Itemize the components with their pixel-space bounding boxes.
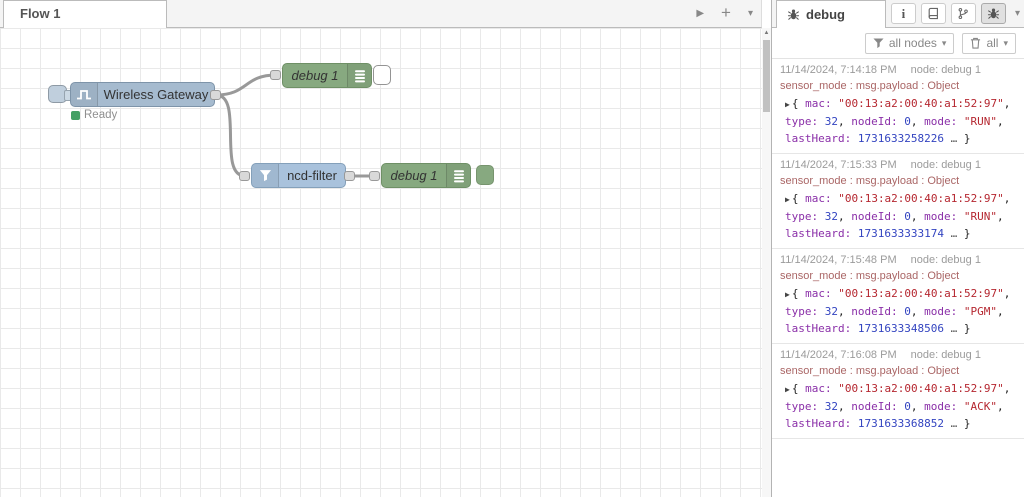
debug-message: 11/14/2024, 7:15:33 PM node: debug 1 sen… [772,154,1024,249]
status-text: Ready [84,109,118,121]
message-meta[interactable]: sensor_mode : msg.payload : Object [780,80,960,92]
output-port[interactable] [210,90,221,100]
debug-message-header: 11/14/2024, 7:14:18 PM node: debug 1 [780,64,1016,76]
wire-gateway-to-debug1[interactable] [214,73,278,97]
scrollbar-track[interactable]: ▲ [762,28,771,497]
message-payload-object[interactable]: ▶{ mac: "00:13:a2:00:40:a1:52:97",type: … [785,382,1011,430]
caret-down-icon: ▾ [1003,37,1008,48]
flow-editor-workspace: Flow 1 ▶ + ▾ Wireless Gateway Ready [0,0,762,497]
info-icon: i [901,5,906,21]
funnel-icon [873,37,884,48]
debug-toolbar: all nodes ▾ all ▾ [772,28,1024,59]
debug-message-header: 11/14/2024, 7:15:48 PM node: debug 1 [780,254,1016,266]
flow-tabbar: Flow 1 ▶ + ▾ [0,0,762,28]
message-timestamp: 11/14/2024, 7:14:18 PM [780,64,897,76]
tab-flow-1[interactable]: Flow 1 [3,0,167,28]
debug-message: 11/14/2024, 7:16:08 PM node: debug 1 sen… [772,344,1024,439]
message-payload-object[interactable]: ▶{ mac: "00:13:a2:00:40:a1:52:97",type: … [785,192,1011,240]
message-meta[interactable]: sensor_mode : msg.payload : Object [780,365,960,377]
expand-caret-icon[interactable]: ▶ [785,290,790,299]
debug-tab-button[interactable] [980,3,1006,24]
scrollbar-up-arrow-icon[interactable]: ▲ [763,30,770,36]
message-meta[interactable]: sensor_mode : msg.payload : Object [780,175,960,187]
message-timestamp: 11/14/2024, 7:15:48 PM [780,254,897,266]
debug-bottom-toggle-button[interactable] [476,165,494,185]
message-payload-object[interactable]: ▶{ mac: "00:13:a2:00:40:a1:52:97",type: … [785,97,1011,145]
add-flow-button[interactable]: + [721,2,731,22]
debug-lines-icon [446,164,470,187]
trash-icon [971,37,981,49]
sidebar: debug i [771,0,1024,497]
flow-tab-label: Flow 1 [20,6,61,21]
tab-debug[interactable]: debug [776,0,886,28]
square-wave-icon [71,83,98,106]
help-tab-button[interactable] [920,3,946,24]
debug-message-header: 11/14/2024, 7:15:33 PM node: debug 1 [780,159,1016,171]
output-port[interactable] [344,171,355,181]
expand-caret-icon[interactable]: ▶ [785,195,790,204]
debug-message: 11/14/2024, 7:14:18 PM node: debug 1 sen… [772,59,1024,154]
gateway-node-label: Wireless Gateway [103,87,209,102]
scrollbar-thumb[interactable] [763,40,770,112]
debug-top-toggle-button[interactable] [373,65,391,85]
gateway-status: Ready [71,109,117,121]
wire-gateway-to-filter[interactable] [214,93,247,178]
projects-tab-button[interactable] [950,3,976,24]
node-debug-bottom[interactable]: debug 1 [381,163,471,188]
flow-list-dropdown-icon[interactable]: ▾ [747,8,753,19]
info-tab-button[interactable]: i [890,3,916,24]
message-meta[interactable]: sensor_mode : msg.payload : Object [780,270,960,282]
message-payload-object[interactable]: ▶{ mac: "00:13:a2:00:40:a1:52:97",type: … [785,287,1011,335]
node-ncd-filter[interactable]: ncd-filter [251,163,346,188]
message-timestamp: 11/14/2024, 7:16:08 PM [780,349,897,361]
node-debug-top[interactable]: debug 1 [282,63,372,88]
git-branch-icon [959,7,969,20]
canvas-scrollbar: ▲ [762,0,771,497]
message-node-name: node: debug 1 [910,159,981,171]
sidebar-header-actions: i [890,3,1020,24]
node-wireless-gateway[interactable]: Wireless Gateway [70,82,215,107]
filter-funnel-icon [252,164,279,187]
debug-lines-icon [347,64,371,87]
open-flow-icon[interactable]: ▶ [696,8,705,19]
caret-down-icon: ▾ [941,37,947,48]
book-icon [928,7,938,20]
message-node-name: node: debug 1 [910,64,981,76]
sidebar-menu-caret-icon[interactable]: ▾ [1014,8,1020,19]
debug-tab-label: debug [806,7,845,22]
debug-message-header: 11/14/2024, 7:16:08 PM node: debug 1 [780,349,1016,361]
input-port[interactable] [239,171,250,181]
input-port[interactable] [369,171,380,181]
tabbar-actions: ▶ + ▾ [696,0,753,27]
input-port[interactable] [270,70,281,80]
debug-message-list: 11/14/2024, 7:14:18 PM node: debug 1 sen… [772,59,1024,439]
flow-canvas[interactable]: Wireless Gateway Ready debug 1 ncd-filte… [0,28,762,497]
message-node-name: node: debug 1 [910,349,981,361]
bug-icon [987,8,1000,19]
filter-node-label: ncd-filter [287,168,337,183]
message-timestamp: 11/14/2024, 7:15:33 PM [780,159,897,171]
message-node-name: node: debug 1 [910,254,981,266]
expand-caret-icon[interactable]: ▶ [785,100,790,109]
filter-button-label: all nodes [888,36,937,50]
sidebar-header: debug i [772,0,1024,28]
debug-bottom-node-label: debug 1 [390,168,438,183]
debug-message: 11/14/2024, 7:15:48 PM node: debug 1 sen… [772,249,1024,344]
debug-top-node-label: debug 1 [291,68,339,83]
expand-caret-icon[interactable]: ▶ [785,385,790,394]
clear-button-label: all [986,36,999,50]
status-dot-green [71,110,80,120]
debug-filter-button[interactable]: all nodes ▾ [864,32,955,54]
debug-clear-button[interactable]: all ▾ [962,32,1016,54]
bug-icon [787,9,800,20]
